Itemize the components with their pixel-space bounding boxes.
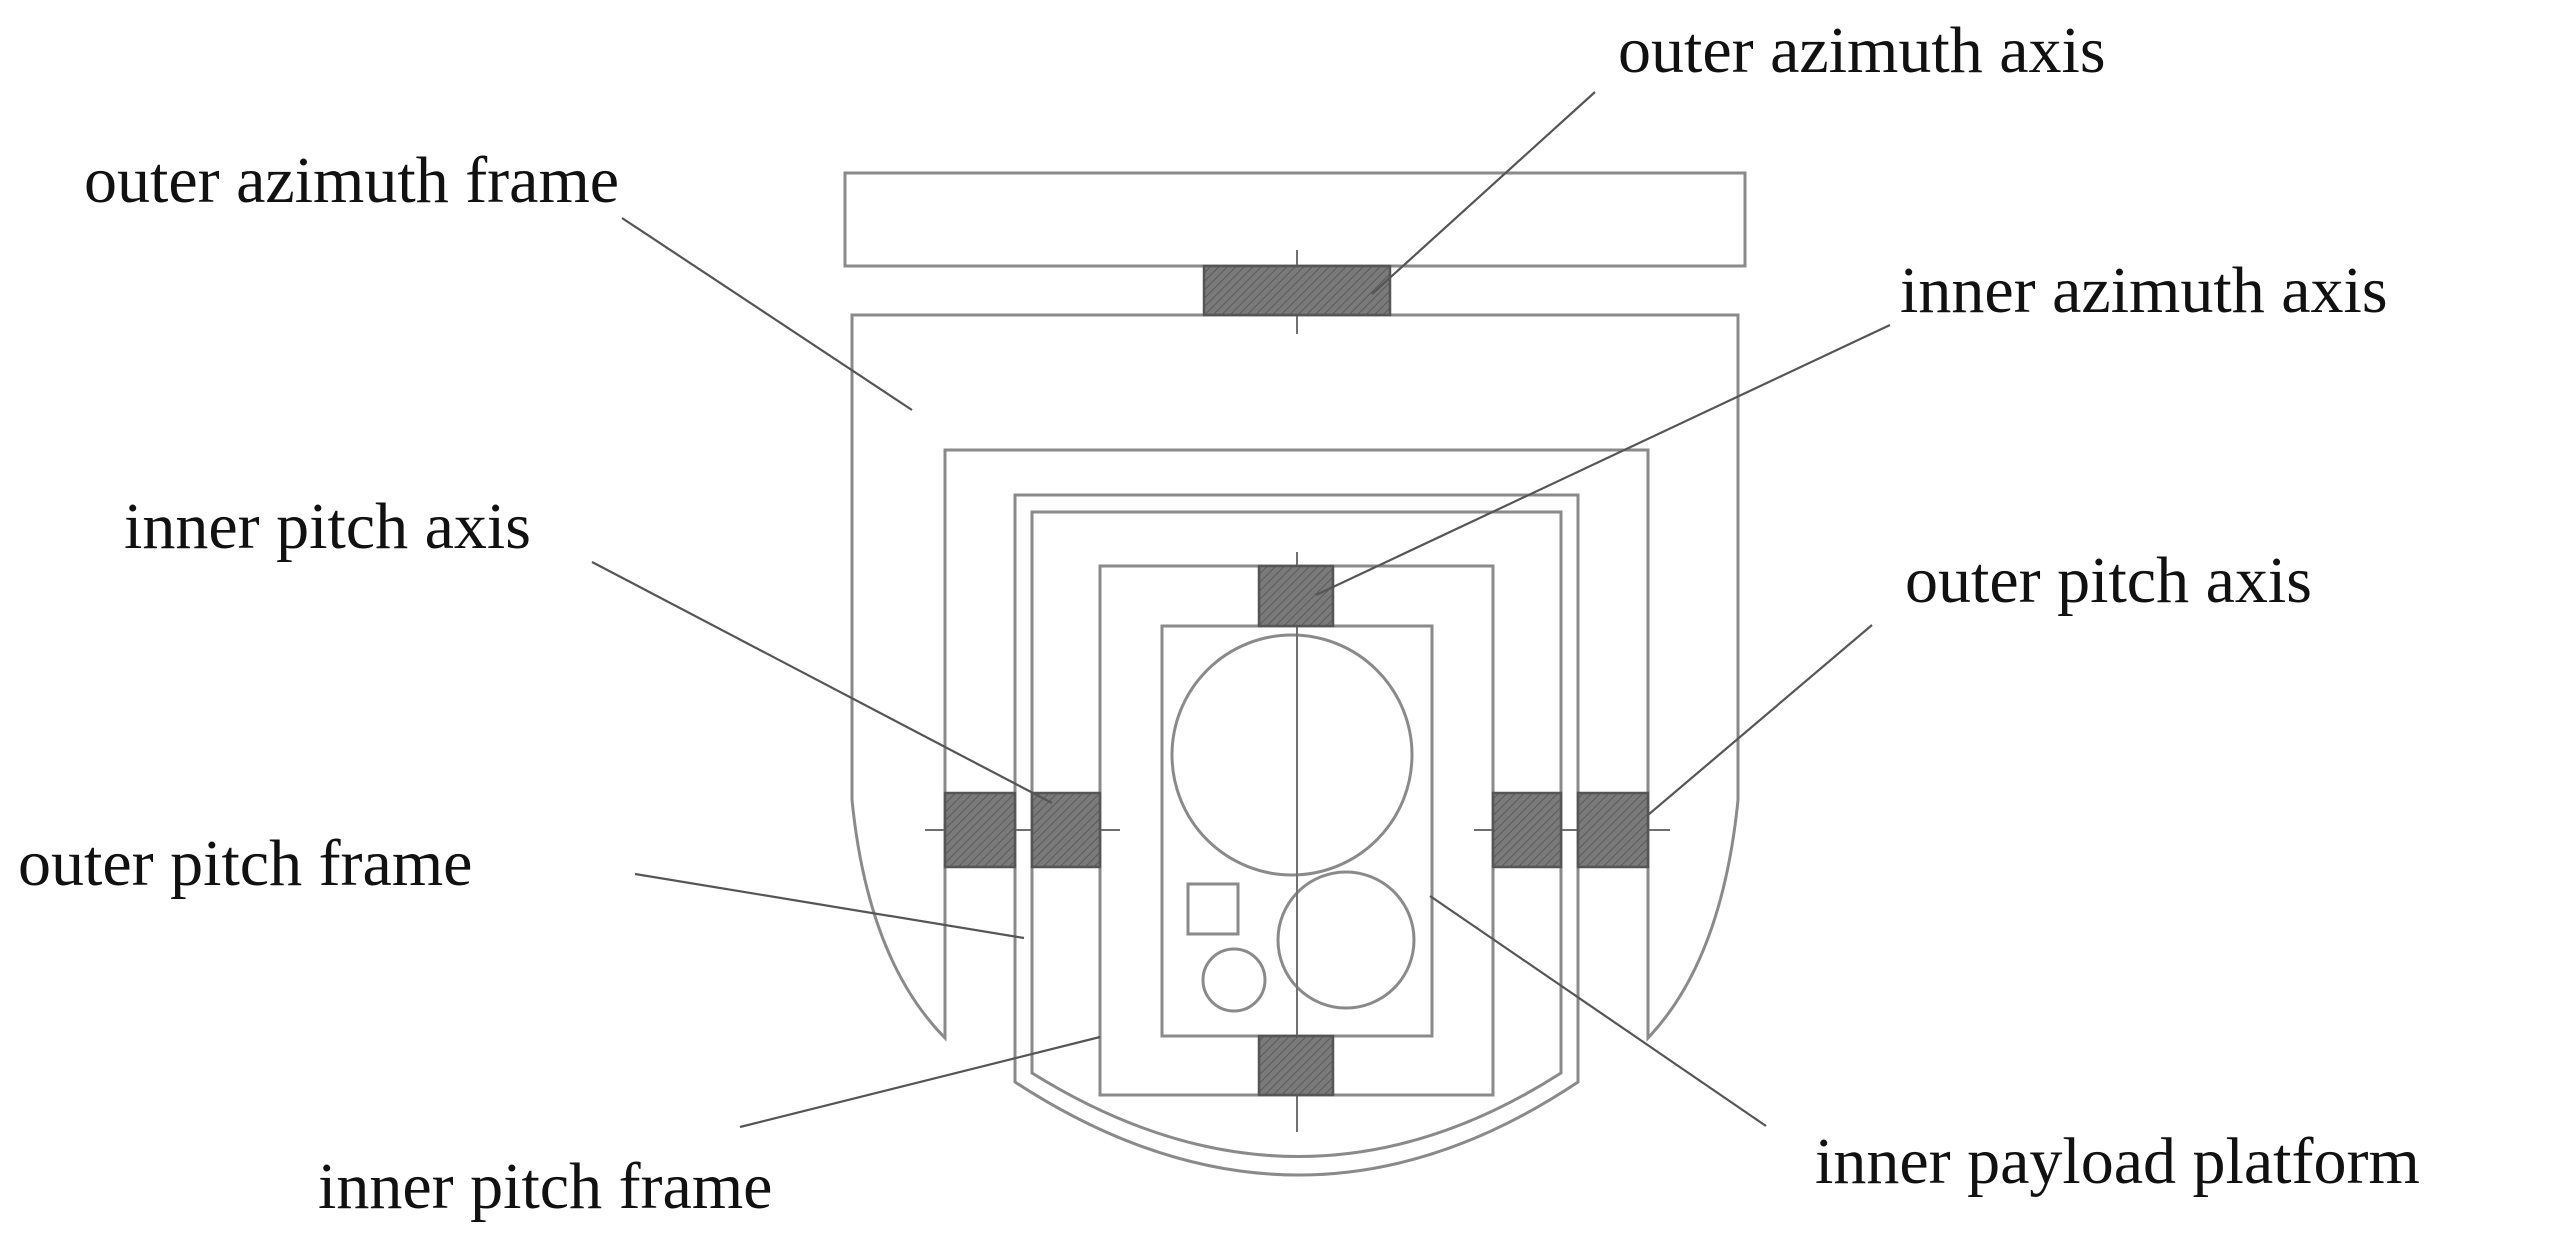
- label-outer-pitch-axis: outer pitch axis: [1905, 544, 2312, 617]
- label-outer-azimuth-frame: outer azimuth frame: [84, 144, 619, 217]
- label-outer-azimuth-axis: outer azimuth axis: [1618, 14, 2106, 87]
- leader-outer-pitch-axis: [1647, 624, 1873, 816]
- payload-small-sensor: [1201, 947, 1267, 1013]
- leader-inner-payload-platform: [1429, 895, 1767, 1127]
- label-inner-azimuth-axis: inner azimuth axis: [1900, 254, 2388, 327]
- outer-pitch-frame-inner-edge: [1030, 510, 1563, 1158]
- inner-pitch-axis-block-right: [1491, 791, 1563, 869]
- payload-medium-sensor: [1276, 870, 1416, 1010]
- leader-inner-pitch-axis: [591, 561, 1053, 804]
- leader-inner-pitch-frame: [739, 1035, 1101, 1129]
- payload-large-sensor: [1170, 633, 1414, 877]
- outer-pitch-axis-block-right: [1576, 791, 1650, 869]
- label-inner-pitch-frame: inner pitch frame: [318, 1150, 772, 1223]
- inner-azimuth-axis-block-bottom: [1257, 1034, 1335, 1097]
- outer-azimuth-frame-shape: [850, 313, 1740, 1042]
- leader-outer-azimuth-axis: [1371, 91, 1596, 295]
- label-outer-pitch-frame: outer pitch frame: [18, 827, 472, 900]
- inner-azimuth-axis-block-top: [1257, 564, 1335, 628]
- outer-pitch-frame-shape: [1013, 493, 1580, 1177]
- top-mount-plate: [843, 171, 1747, 268]
- payload-square-sensor: [1186, 882, 1240, 936]
- label-inner-payload-platform: inner payload platform: [1815, 1125, 2420, 1198]
- inner-pitch-axis-block-left: [1030, 791, 1102, 869]
- outer-pitch-axis-block-left: [943, 791, 1017, 869]
- leader-outer-azimuth-frame: [621, 217, 913, 411]
- label-inner-pitch-axis: inner pitch axis: [124, 490, 531, 563]
- leader-outer-pitch-frame: [634, 872, 1025, 940]
- outer-azimuth-axis-block: [1202, 264, 1392, 317]
- leader-inner-azimuth-axis: [1315, 324, 1891, 596]
